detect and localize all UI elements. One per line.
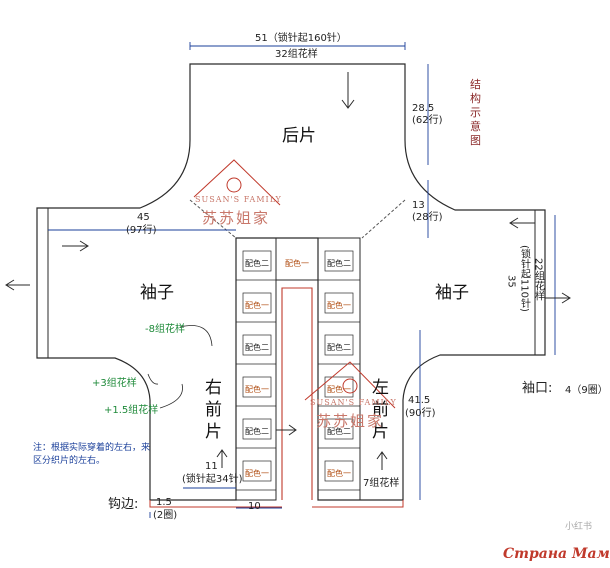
cell-color1: 配色一 xyxy=(327,301,351,310)
back-height-label: 28.5 (62行) xyxy=(412,103,443,126)
sleeve-right-label: 袖子 xyxy=(435,283,469,303)
gap-label: 10 xyxy=(248,501,261,512)
watermark-brand-cn: 苏苏姐家 xyxy=(202,209,271,227)
front-right-panel xyxy=(235,237,277,501)
shaping-plus3: +3组花样 xyxy=(92,378,137,389)
watermark-brand-cn: 苏苏姐家 xyxy=(316,412,385,430)
front-start-label: (锁针起34针) xyxy=(182,474,243,485)
underarm-label: 13 (28行) xyxy=(412,200,443,223)
collar-block xyxy=(275,237,319,281)
cuff-label: 袖口: xyxy=(522,381,553,396)
sleeve-left-label: 袖子 xyxy=(140,283,174,303)
cell-color2: 配色二 xyxy=(245,427,269,436)
cell-color2: 配色二 xyxy=(327,259,351,268)
sleeve-pattern-label: 22组花样 xyxy=(532,258,544,301)
shaping-minus8: -8组花样 xyxy=(145,324,185,335)
note-text: 注：根据实际穿着的左右，来 区分织片的左右。 xyxy=(33,443,151,466)
cell-color2: 配色二 xyxy=(245,259,269,268)
cell-color1: 配色一 xyxy=(327,385,351,394)
sleeve-height-label: 35 xyxy=(505,275,517,288)
shaping-curves xyxy=(147,325,213,409)
sleeve-start-label: (锁针起110针) xyxy=(518,245,530,312)
watermark-house-1 xyxy=(193,159,281,206)
cuff-value: 4（9圈） xyxy=(565,385,608,396)
top-pattern-label: 32组花样 xyxy=(275,49,318,60)
edge-width-label: 1.5 xyxy=(156,497,172,508)
top-width-label: 51（锁针起160针） xyxy=(255,33,347,44)
cell-color1: 配色一 xyxy=(245,385,269,394)
edge-label: 钩边: xyxy=(108,497,139,512)
watermark-brand-en: SUSAN'S FAMILY xyxy=(310,398,397,407)
cell-boxes xyxy=(242,250,354,482)
front-opening-red xyxy=(281,287,313,500)
front-left-label: 左 前 片 xyxy=(372,378,389,442)
watermark-corner: 小红书 xyxy=(565,522,593,532)
front-width-label: 11 xyxy=(205,461,218,472)
structure-title: 结 构 示 意 图 xyxy=(470,78,481,147)
left-front-grid xyxy=(318,279,360,491)
sleeve-rows-label: (97行) xyxy=(126,225,157,236)
front-right-label: 右 前 片 xyxy=(205,378,222,442)
edge-red-left xyxy=(149,500,282,508)
watermark-site: Страна Мам xyxy=(503,546,610,562)
sleeve-length-label: 45 xyxy=(137,212,150,223)
cell-color1: 配色一 xyxy=(245,469,269,478)
front-pattern-label: 7组花样 xyxy=(363,478,400,489)
cell-color2: 配色二 xyxy=(327,343,351,352)
edge-rounds-label: (2圈) xyxy=(153,510,178,521)
watermark-house-2 xyxy=(304,361,396,409)
shaping-plus1-5: +1.5组花样 xyxy=(104,405,159,416)
front-height-label: 41.5 xyxy=(408,395,431,406)
back-label: 后片 xyxy=(282,126,316,146)
front-left-panel xyxy=(317,237,361,501)
watermark-brand-en: SUSAN'S FAMILY xyxy=(195,195,282,204)
cell-color2: 配色二 xyxy=(327,427,351,436)
back-seam-dashed xyxy=(189,199,406,239)
cell-color1: 配色一 xyxy=(327,469,351,478)
cell-color1: 配色一 xyxy=(285,259,309,268)
direction-arrows xyxy=(5,72,571,470)
right-front-grid xyxy=(236,279,276,491)
front-rows-label: (90行) xyxy=(405,408,436,419)
dimension-lines xyxy=(48,42,556,518)
edge-red-right xyxy=(312,500,404,508)
cell-color1: 配色一 xyxy=(245,301,269,310)
cell-color2: 配色二 xyxy=(245,343,269,352)
